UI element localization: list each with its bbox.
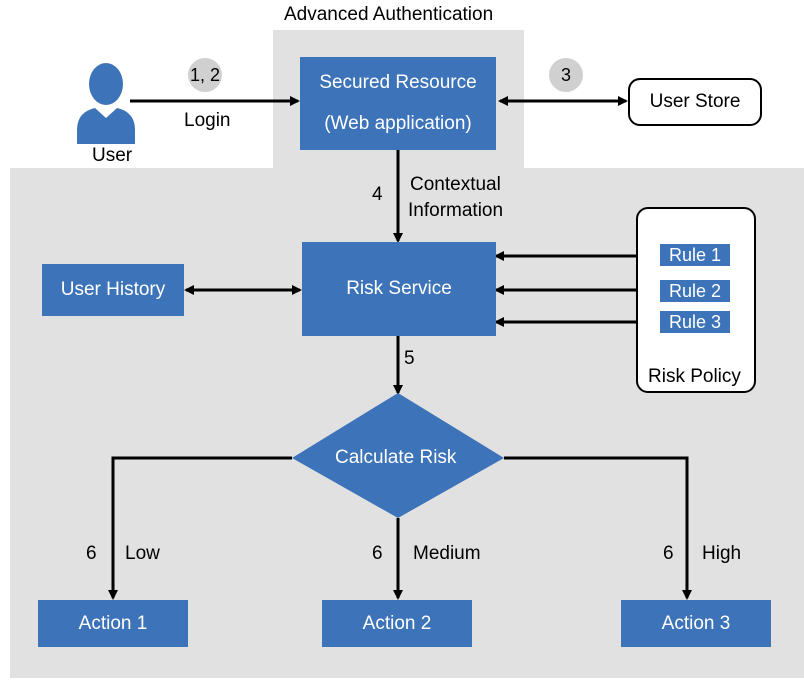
low-label: Low [125,543,160,564]
medium-label: Medium [413,543,481,564]
login-label: Login [184,110,231,131]
secured-resource-line1: Secured Resource [319,72,477,94]
secured-resource-line2: (Web application) [324,112,472,134]
rule-2: Rule 2 [660,280,730,302]
user-store-box: User Store [628,78,762,126]
calculate-risk-label: Calculate Risk [335,447,457,468]
user-history-box: User History [42,264,184,316]
risk-policy-label: Risk Policy [648,366,741,387]
user-label: User [92,145,133,166]
contextual-label-line2: Information [408,200,504,221]
secured-resource-box: Secured Resource (Web application) [300,57,496,150]
risk-service-box: Risk Service [302,242,496,336]
user-icon [77,63,135,144]
rule-3: Rule 3 [660,311,730,333]
step-label-high: 6 [663,543,674,564]
step-label-medium: 6 [372,543,383,564]
action-2-box: Action 2 [322,600,472,647]
step-label-contextual: 4 [372,184,383,205]
contextual-label-line1: Contextual [410,174,501,195]
diagram-title: Advanced Authentication [284,4,494,25]
action-1-box: Action 1 [38,600,188,647]
step-label-low: 6 [86,543,97,564]
step-badge-store: 3 [549,58,583,92]
action-3-box: Action 3 [621,600,771,647]
rule-1: Rule 1 [660,244,730,266]
high-label: High [702,543,742,564]
step-badge-login: 1, 2 [188,58,222,92]
step-label-risk: 5 [404,348,415,369]
